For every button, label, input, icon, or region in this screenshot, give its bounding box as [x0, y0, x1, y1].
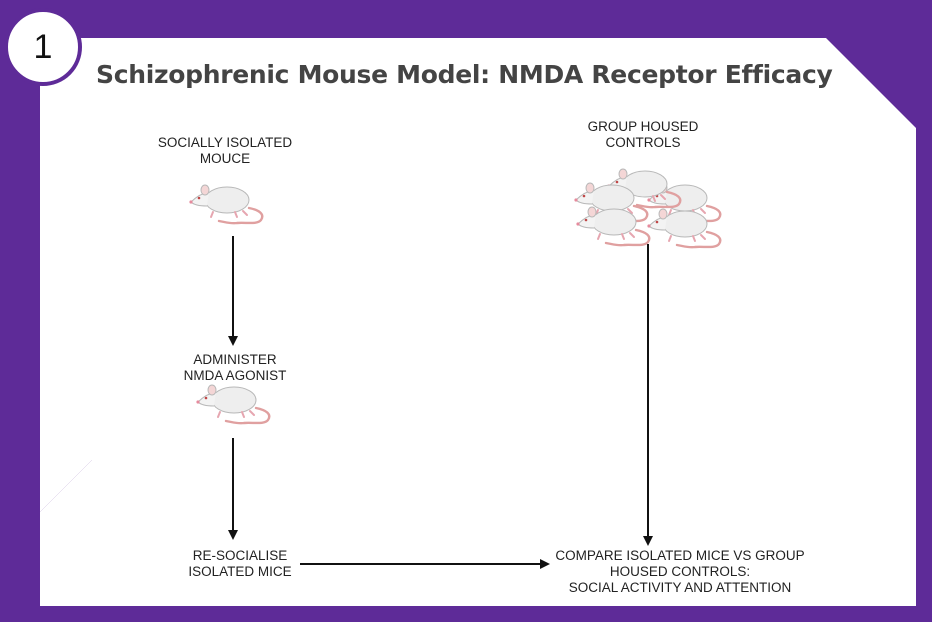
node-socially-isolated: SOCIALLY ISOLATED MOUCE [145, 135, 305, 167]
node-compare: COMPARE ISOLATED MICE VS GROUP HOUSED CO… [548, 548, 812, 596]
node-label-line: COMPARE ISOLATED MICE VS GROUP [555, 548, 805, 563]
node-label-line: CONTROLS [605, 135, 681, 150]
node-administer-agonist: ADMINISTER NMDA AGONIST [160, 352, 310, 384]
node-label-line: GROUP HOUSED [587, 119, 699, 134]
node-label-line: RE-SOCIALISE [192, 548, 288, 563]
node-label-line: HOUSED CONTROLS: [609, 564, 751, 579]
node-group-housed: GROUP HOUSED CONTROLS [568, 119, 718, 151]
node-label-line: SOCIAL ACTIVITY AND ATTENTION [568, 580, 792, 595]
node-label-line: ADMINISTER [193, 352, 277, 367]
node-label-line: SOCIALLY ISOLATED [157, 135, 293, 150]
diagram-panel [40, 38, 916, 606]
diagram-panel-left [40, 38, 92, 512]
step-badge: 1 [4, 8, 82, 86]
node-label-line: ISOLATED MICE [188, 564, 292, 579]
node-label-line: NMDA AGONIST [183, 368, 287, 383]
node-label-line: MOUCE [199, 151, 251, 166]
node-re-socialise: RE-SOCIALISE ISOLATED MICE [170, 548, 310, 580]
diagram-title: Schizophrenic Mouse Model: NMDA Receptor… [96, 60, 833, 89]
